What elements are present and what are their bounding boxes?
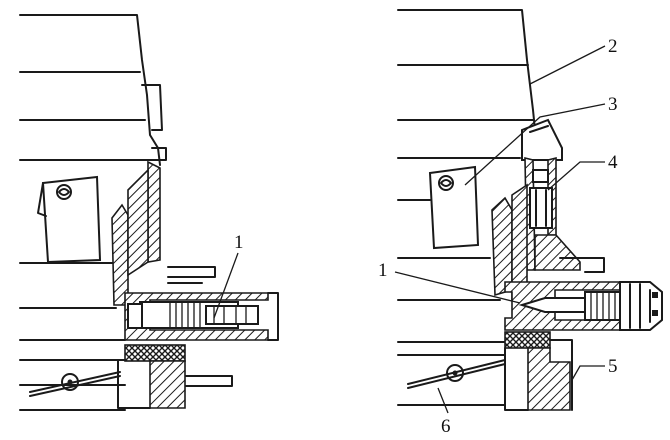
right-screw-icon bbox=[438, 175, 454, 191]
left-callout-1: 1 bbox=[213, 232, 244, 319]
right-callout-6: 6 bbox=[437, 387, 451, 437]
right-callout-2: 2 bbox=[529, 36, 618, 85]
right-needle-guide bbox=[529, 169, 553, 229]
right-callout-5: 5 bbox=[571, 356, 618, 381]
right-callout-4: 4 bbox=[547, 152, 618, 191]
right-pulley-icon bbox=[446, 364, 464, 382]
right-gasket bbox=[504, 331, 551, 349]
left-flap bbox=[37, 175, 102, 264]
right-callout-4-label: 4 bbox=[608, 152, 618, 173]
right-callout-6-label: 6 bbox=[441, 416, 451, 437]
left-wire bbox=[29, 371, 121, 397]
right-callout-1: 1 bbox=[378, 260, 521, 304]
right-callout-1-label: 1 bbox=[378, 260, 388, 281]
left-screw-icon bbox=[56, 184, 72, 200]
left-housing bbox=[19, 14, 167, 411]
right-valve-nut bbox=[619, 281, 663, 331]
right-wire bbox=[407, 359, 506, 389]
left-bottom-block bbox=[117, 360, 186, 409]
right-callout-3: 3 bbox=[464, 94, 618, 186]
right-bottom-bowl bbox=[504, 339, 573, 411]
left-vertical-wall bbox=[111, 160, 161, 306]
left-gasket bbox=[124, 344, 186, 362]
left-pulley-icon bbox=[61, 373, 79, 391]
left-rods bbox=[167, 266, 233, 387]
left-callout-1-label: 1 bbox=[234, 232, 244, 253]
right-callout-2-label: 2 bbox=[608, 36, 618, 57]
right-callout-3-label: 3 bbox=[608, 94, 618, 115]
right-valve-body bbox=[504, 281, 663, 331]
right-valve-spring bbox=[584, 291, 622, 321]
left-valve-spring bbox=[169, 302, 201, 328]
right-view: 2 3 4 1 5 6 bbox=[378, 9, 663, 437]
right-callout-5-label: 5 bbox=[608, 356, 618, 377]
right-top-cap bbox=[521, 118, 563, 161]
right-flap bbox=[428, 165, 480, 250]
right-housing bbox=[397, 9, 537, 406]
left-valve-body bbox=[124, 292, 279, 341]
left-view: 1 bbox=[19, 14, 279, 411]
right-rods bbox=[559, 257, 605, 273]
